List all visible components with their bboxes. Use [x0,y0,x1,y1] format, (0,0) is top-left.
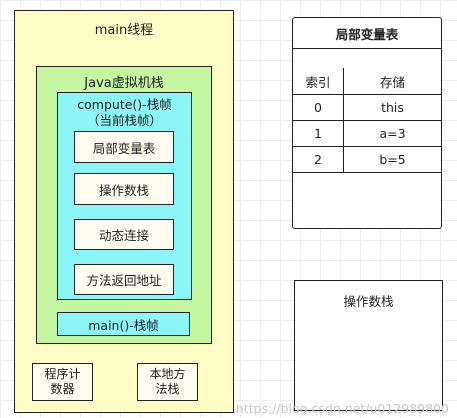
table-header-row: 索引 存储 [293,68,441,95]
local-variable-table: 局部变量表 索引 存储 0 this 1 a=3 2 b=5 [292,17,442,229]
main-thread-title: main线程 [94,23,154,38]
jvm-stack-title: Java虚拟机栈 [84,76,164,91]
operand-stack-panel-title: 操作数栈 [343,294,394,309]
table-row: 1 a=3 [293,120,441,147]
main-stack-frame: main()-栈帧 [57,312,190,336]
table-row: 0 this [293,94,441,121]
row-index: 1 [293,120,344,146]
row-value: b=5 [379,151,406,167]
frame-slot-return-address: 方法返回地址 [74,264,174,295]
table-title: 局部变量表 [293,18,441,49]
program-counter-line-1: 程序计 [44,367,81,381]
row-index: 0 [293,94,344,120]
native-stack-line-1: 本地方 [149,367,186,381]
watermark-url: https://blog.csdn.net/u012989800 [235,401,449,416]
operand-stack-panel: 操作数栈 [294,280,443,411]
row-index: 2 [293,146,344,172]
program-counter-line-2: 数器 [50,382,75,396]
compute-frame-subtitle: （当前栈帧） [86,113,162,128]
header-storage: 存储 [379,74,405,90]
compute-frame-title: compute()-栈帧 [77,97,172,112]
table-row: 2 b=5 [293,146,441,173]
row-value: this [381,99,404,115]
frame-slot-operand-stack: 操作数栈 [74,173,174,205]
native-method-stack-box: 本地方 法栈 [137,363,198,401]
frame-slot-dynamic-linking: 动态连接 [74,219,174,250]
program-counter-box: 程序计 数器 [32,363,93,401]
native-stack-line-2: 法栈 [155,382,180,396]
header-index: 索引 [293,68,344,94]
row-value: a=3 [379,125,406,141]
frame-slot-local-variables: 局部变量表 [74,131,174,163]
